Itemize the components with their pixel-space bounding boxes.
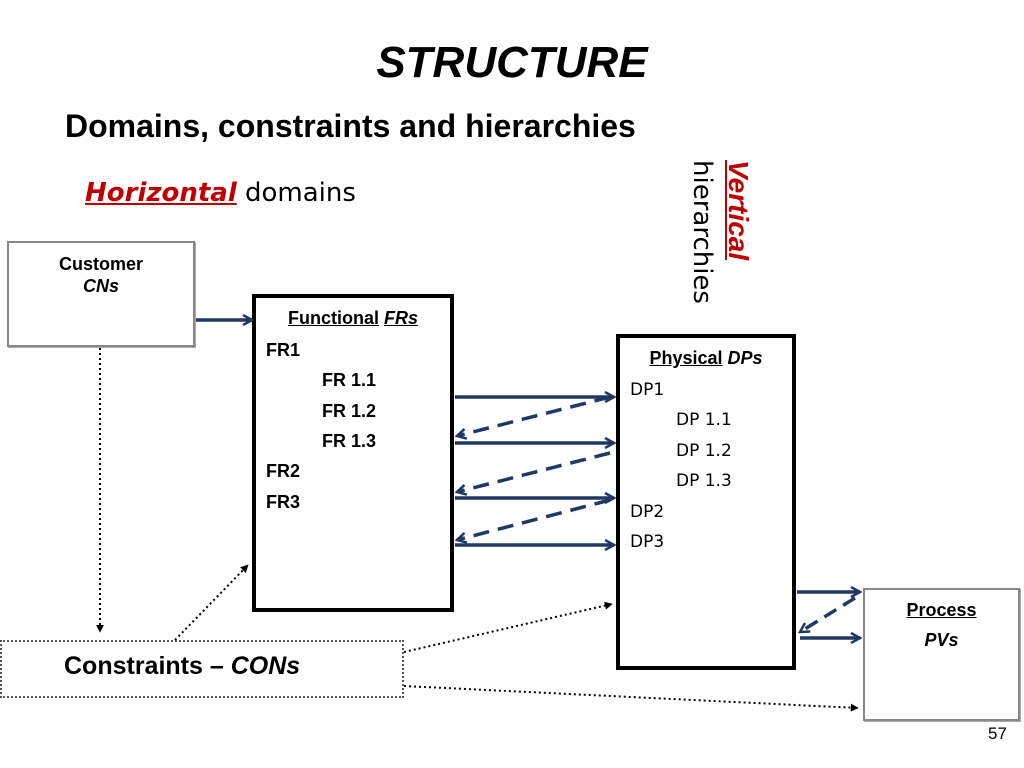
horizontal-domains-label: Horizontal domains [85, 178, 356, 208]
slide-subtitle: Domains, constraints and hierarchies [65, 108, 636, 144]
page-number: 57 [988, 724, 1007, 743]
horizontal-text: domains [236, 178, 356, 208]
fr-item: FR 1.3 [322, 431, 377, 451]
fr-item: FR2 [266, 461, 301, 481]
arrow-dp-to-fr-dashed [457, 498, 611, 540]
functional-header-word: Functional [287, 308, 379, 328]
fr-item: FR1 [266, 340, 301, 360]
arrow-pv-to-dp-dashed [800, 596, 856, 634]
physical-header: Physical DPs [620, 348, 792, 369]
dp-item: DP2 [630, 502, 665, 522]
dotted-constraints-to-process [403, 685, 859, 712]
dp-item: DP 1.2 [676, 441, 732, 461]
fr-item: FR 1.1 [322, 370, 377, 390]
process-subtitle: PVs [924, 630, 959, 650]
process-domain-box: Process PVs [863, 588, 1020, 721]
fr-item: FR3 [266, 492, 301, 512]
arrow-dp-to-fr-dashed [457, 395, 611, 436]
customer-domain-box: Customer CNs [7, 241, 195, 347]
fr-item: FR 1.2 [322, 401, 377, 421]
constraints-label: Constraints – CONs [64, 652, 300, 681]
physical-header-abbr: DPs [727, 348, 763, 368]
customer-subtitle: CNs [82, 276, 119, 296]
dp-item: DP3 [630, 532, 665, 552]
dotted-constraints-to-physical [403, 601, 613, 653]
dp-item: DP 1.3 [676, 471, 732, 491]
dp-item: DP 1.1 [676, 410, 732, 430]
process-title: Process [906, 600, 977, 620]
physical-domain-box: Physical DPs DP1 DP 1.1 DP 1.2 DP 1.3 DP… [616, 334, 796, 670]
functional-header-abbr: FRs [384, 308, 419, 328]
slide-title: STRUCTURE [376, 38, 648, 87]
constraints-prefix: Constraints – [64, 652, 231, 680]
constraints-box: Constraints – CONs [0, 640, 404, 698]
functional-domain-box: Functional FRs FR1 FR 1.1 FR 1.2 FR 1.3 … [252, 294, 454, 612]
dotted-constraints-to-functional [174, 564, 249, 641]
physical-header-word: Physical [649, 348, 723, 368]
constraints-abbr: CONs [230, 652, 301, 680]
horizontal-accent: Horizontal [85, 178, 237, 208]
functional-header: Functional FRs [256, 308, 450, 329]
customer-title: Customer [58, 254, 143, 274]
dp-item: DP1 [630, 380, 665, 400]
arrow-dp-to-fr-dashed [457, 451, 611, 492]
